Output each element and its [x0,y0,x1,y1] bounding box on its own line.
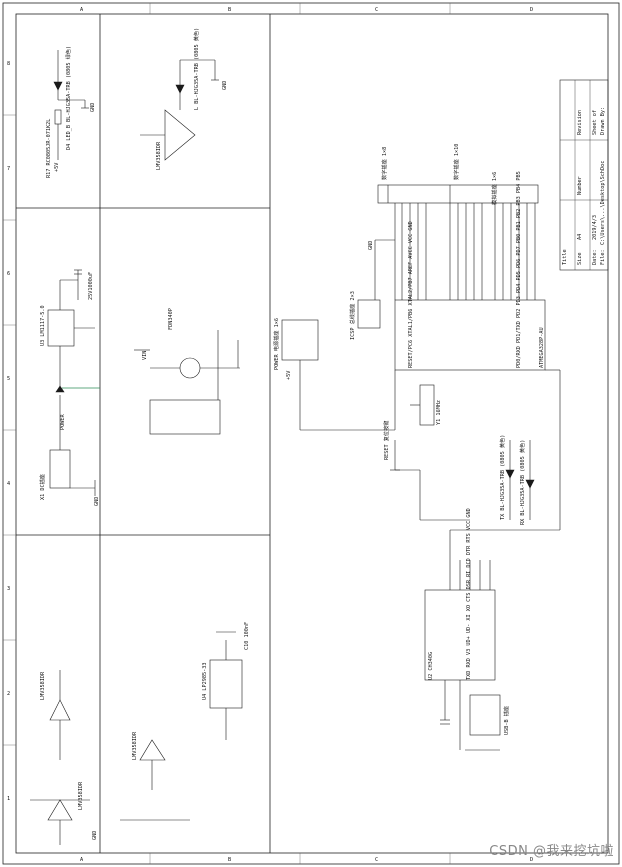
grid-row-1: 1 [7,796,10,802]
led-l-label: L BL-HJG35A-TRB (0805 黄色) [192,28,200,110]
vcc1-label: +5V [54,163,60,172]
gnd-label-4: GND [222,81,228,90]
grid-row-6: 6 [7,271,10,277]
ldo-3v3-circuit [120,631,243,821]
gnd-label-1: GND [90,103,96,112]
grid-col-b: B [228,7,231,13]
date-value: 2019/4/3 [592,215,598,240]
led-l-circuit [140,59,219,161]
grid-row-8: 8 [7,61,10,67]
dig-header1-label: 数字插座 1×8 [380,147,388,180]
grid-row-4: 4 [7,481,10,487]
watermark: CSDN @我来挖坑啦 [489,844,614,859]
number-label: Number [577,176,583,195]
opamp3-label: LMV358IDR [156,141,162,170]
grid-col-d-bottom: D [530,857,533,863]
gnd-label-5: GND [368,241,374,250]
power-led-circuit [53,50,89,160]
analog-header-label: 模拟插座 1×6 [490,172,498,205]
date-label: Date: [592,249,598,265]
power-input-circuit [47,269,96,496]
sheet-label: Sheet of [592,110,598,135]
grid-col-a: A [80,7,84,13]
opamp1-label: LMV358IDR [40,671,46,700]
grid-row-2: 2 [7,691,10,697]
file-label: File: [600,249,606,265]
vin-net-label: VIN [142,351,148,360]
title-block: Title Size A4 Number Revision Date: 2019… [559,79,609,271]
mcu-pins-left: RESET/PC6 XTAL1/PB6 XTAL2/PB7 AREF AVCC … [408,221,414,368]
ch340-label: U2 CH340G [428,652,434,680]
grid-row-3: 3 [7,586,10,592]
ldo-label: U4 LP2985-33 [202,663,208,700]
comparator-circuit [30,670,90,845]
grid-col-c-bottom: C [375,857,378,863]
res1-label: R17 RC0805JR-071K2L [46,119,52,178]
grid-col-b-bottom: B [228,857,231,863]
mcu-circuit [281,184,561,751]
usb-label: USB-B 插座 [502,706,510,735]
inner-frame [15,13,609,854]
ch340-pins: TXD RXD V3 UD+ UD- XI XO CTS DSR RI DCD … [466,508,472,680]
mcu-pins-right: PD0/RXD PD1/TXD PD2 PD3 PD4 PD5 PD6 PD7 … [516,171,522,368]
grid-row-5: 5 [7,376,10,382]
power-net-label: POWER [60,414,66,430]
led-tx-label: TX BL-HJG35A-TRB (0805 黄色) [498,435,506,520]
size-value: A4 [577,234,583,240]
section-dividers [16,14,271,853]
title-label: Title [562,249,568,265]
power-header-label: POWER 电源插座 1×6 [272,318,280,370]
mcu-label: ATMEGA328P-AU [539,327,545,368]
grid-col-c: C [375,7,378,13]
dig-header2-label: 数字插座 1×10 [452,144,460,180]
crystal-label: Y1 16MHz [436,400,442,425]
opamp2-label: LMV358IDR [78,781,84,810]
grid-col-d: D [530,7,533,13]
dc-jack-label: X1 DC插座 [38,474,46,500]
grid-col-a-bottom: A [80,857,84,863]
size-label: Size [577,253,583,266]
revision-label: Revision [577,110,583,135]
regulator-label: U3 LM1117-5.0 [40,305,46,346]
gnd-label-3: GND [92,831,98,840]
opamp4-label: LMV358IDR [132,731,138,760]
vcc-label-2: +5V [286,371,292,380]
grid-row-7: 7 [7,166,10,172]
cap10-label: C10 100nF [244,622,250,650]
led1-label: D4 LED_B BL-HJG35A-TRB (0805 绿色) [64,46,72,150]
mosfet-switch-circuit [134,330,240,435]
file-value: C:\Users\...\Desktop\SchDoc [600,161,606,245]
cap1-label: 25V1000uF [88,272,94,300]
led-rx-label: RX BL-HJG35A-TRB (0805 黄色) [518,440,526,525]
gnd-label-2: GND [94,497,100,506]
drawn-label: Drawn By: [600,107,606,135]
reset-label: RESET 复位按键 [382,421,390,461]
mosfet-label: FDN340P [168,308,174,330]
icsp-label: ICSP 总线插座 2×3 [348,291,356,340]
